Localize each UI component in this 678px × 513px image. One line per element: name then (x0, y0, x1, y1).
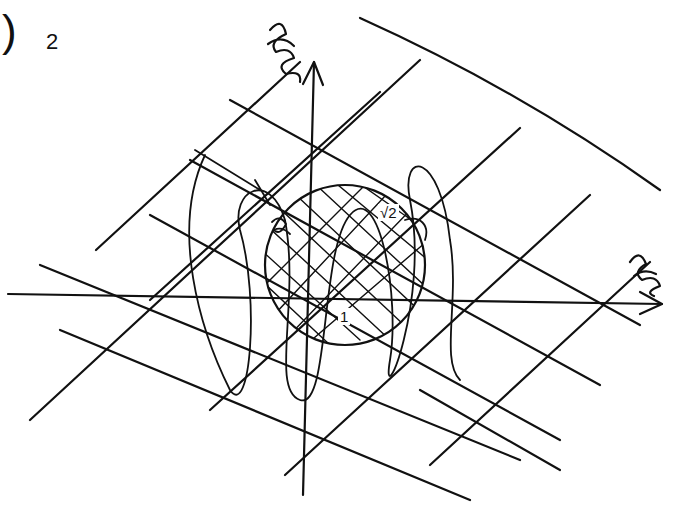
math-label: √2 (378, 204, 399, 221)
label-scribble (272, 218, 290, 234)
scribble-blob (268, 24, 300, 82)
hatching (250, 170, 440, 350)
y-arrowhead (303, 62, 323, 85)
grid-lines (30, 18, 660, 500)
scribble (195, 150, 426, 240)
math-label: ) (0, 8, 19, 54)
math-label: 1 (338, 308, 350, 325)
math-label: 2 (44, 30, 60, 54)
scribble (189, 155, 460, 400)
